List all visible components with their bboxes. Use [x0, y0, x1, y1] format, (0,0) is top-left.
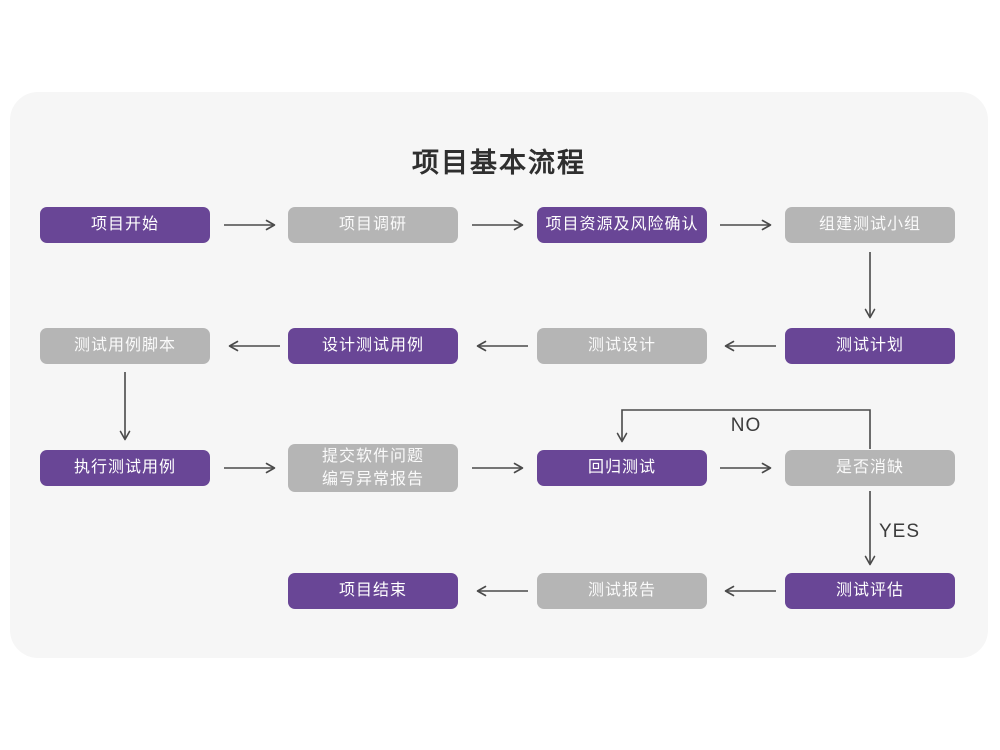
node-build-test-team: 组建测试小组 — [785, 207, 955, 243]
node-submit-issue-report: 提交软件问题 编写异常报告 — [288, 444, 458, 492]
node-project-start: 项目开始 — [40, 207, 210, 243]
node-test-report: 测试报告 — [537, 573, 707, 609]
node-defect-cleared: 是否消缺 — [785, 450, 955, 486]
node-test-design: 测试设计 — [537, 328, 707, 364]
flowchart-card — [10, 92, 988, 658]
node-design-test-case: 设计测试用例 — [288, 328, 458, 364]
node-test-plan: 测试计划 — [785, 328, 955, 364]
node-project-end: 项目结束 — [288, 573, 458, 609]
node-test-evaluation: 测试评估 — [785, 573, 955, 609]
edge-label-yes: YES — [879, 521, 921, 542]
node-test-case-script: 测试用例脚本 — [40, 328, 210, 364]
node-project-research: 项目调研 — [288, 207, 458, 243]
page-title: 项目基本流程 — [412, 148, 586, 178]
node-execute-test-case: 执行测试用例 — [40, 450, 210, 486]
edge-label-no: NO — [730, 415, 762, 436]
node-regression-test: 回归测试 — [537, 450, 707, 486]
node-resource-risk-confirm: 项目资源及风险确认 — [537, 207, 707, 243]
